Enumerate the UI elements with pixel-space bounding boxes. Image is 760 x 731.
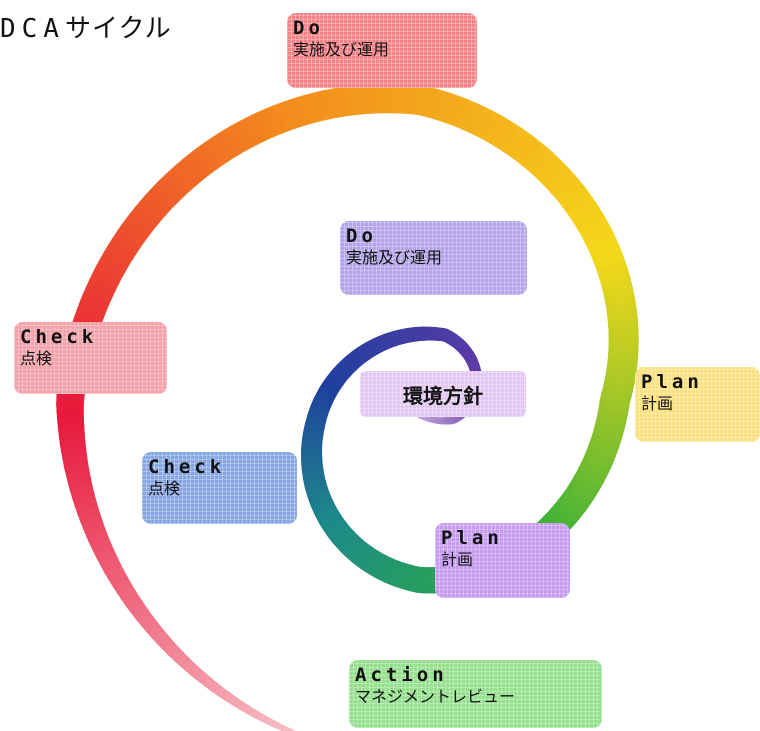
- diagram-title: DCAサイクル: [0, 8, 172, 45]
- outer-plan-sub: 計画: [641, 394, 674, 413]
- inner-do-head: Do: [346, 225, 377, 247]
- outer-plan-label: Plan 計画: [635, 367, 760, 442]
- title-latin: DCA: [0, 14, 65, 44]
- outer-plan-head: Plan: [641, 371, 703, 393]
- inner-action-label: Action マネジメントレビュー: [349, 660, 602, 728]
- outer-do-head: Do: [293, 17, 324, 39]
- inner-check-sub: 点検: [148, 479, 181, 498]
- outer-do-sub: 実施及び運用: [293, 40, 390, 59]
- outer-check-label: Check 点検: [14, 322, 167, 394]
- inner-plan-head: Plan: [441, 527, 503, 549]
- inner-do-label: Do 実施及び運用: [340, 221, 527, 295]
- outer-do-label: Do 実施及び運用: [287, 13, 477, 88]
- inner-check-label: Check 点検: [142, 452, 297, 524]
- center-policy-label: 環境方針: [360, 371, 526, 417]
- inner-do-sub: 実施及び運用: [346, 248, 443, 267]
- outer-check-head: Check: [20, 326, 98, 348]
- inner-action-head: Action: [355, 664, 448, 686]
- inner-action-sub: マネジメントレビュー: [355, 687, 516, 706]
- inner-plan-label: Plan 計画: [435, 523, 570, 598]
- outer-check-sub: 点検: [20, 349, 53, 368]
- inner-plan-sub: 計画: [441, 550, 474, 569]
- inner-check-head: Check: [148, 456, 226, 478]
- title-kana: サイクル: [64, 14, 172, 44]
